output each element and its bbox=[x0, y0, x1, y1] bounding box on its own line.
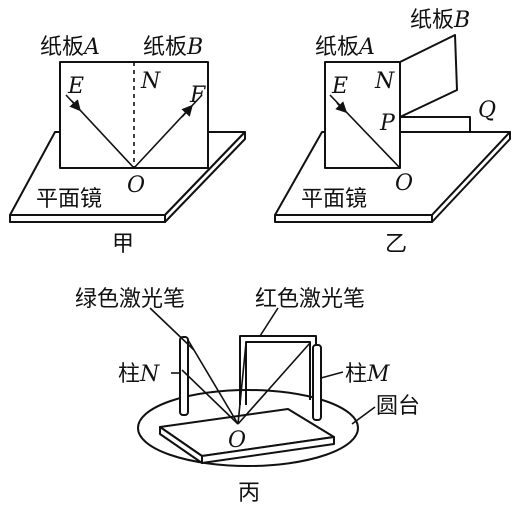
jia-reflected-arrow bbox=[181, 104, 193, 118]
bing-leader-pillar-m bbox=[320, 371, 344, 379]
panel-bing: 绿色激光笔 红色激光笔 柱N 柱M 圆台 O 丙 bbox=[75, 287, 420, 506]
yi-label-q: Q bbox=[478, 98, 496, 123]
bing-label-pillar-m: 柱M bbox=[345, 362, 390, 387]
bing-green-ray-in bbox=[187, 339, 239, 425]
yi-label-mirror: 平面镜 bbox=[301, 187, 367, 212]
jia-label-n: N bbox=[140, 69, 161, 94]
bing-leader-table bbox=[351, 406, 376, 425]
yi-caption: 乙 bbox=[385, 232, 407, 257]
yi-label-board-b: 纸板B bbox=[410, 8, 470, 33]
jia-caption: 甲 bbox=[112, 232, 134, 257]
bing-caption: 丙 bbox=[238, 481, 260, 506]
yi-label-p: P bbox=[379, 111, 396, 136]
bing-label-red-laser: 红色激光笔 bbox=[255, 287, 365, 312]
bing-pillar-n bbox=[179, 336, 189, 416]
jia-label-mirror: 平面镜 bbox=[36, 187, 102, 212]
yi-label-n: N bbox=[374, 69, 395, 94]
jia-label-board-a: 纸板A bbox=[40, 35, 100, 60]
yi-label-o: O bbox=[395, 171, 413, 196]
jia-mirror-edge bbox=[9, 214, 166, 223]
panel-yi: 纸板B 纸板A E N P Q O 平面镜 乙 bbox=[274, 8, 511, 257]
bing-label-green-laser: 绿色激光笔 bbox=[75, 287, 185, 312]
bing-red-ray-out bbox=[181, 369, 239, 425]
jia-label-o: O bbox=[127, 173, 145, 198]
yi-mirror-edge bbox=[274, 214, 433, 223]
bing-label-o: O bbox=[228, 428, 246, 453]
jia-mirror-side bbox=[164, 131, 246, 223]
yi-board-b-lower bbox=[400, 116, 471, 132]
bing-leader-green bbox=[149, 307, 195, 351]
bing-leader-red bbox=[259, 307, 279, 337]
yi-mirror-side bbox=[431, 131, 511, 223]
panel-jia: 纸板A 纸板B E N F O 平面镜 甲 bbox=[9, 35, 246, 257]
jia-label-board-b: 纸板B bbox=[143, 35, 203, 60]
bing-label-round-table: 圆台 bbox=[376, 394, 420, 419]
bing-green-ray-out bbox=[237, 342, 311, 425]
jia-label-f: F bbox=[189, 83, 206, 108]
jia-incident-arrow bbox=[69, 99, 81, 112]
bing-red-laser-frame-inner bbox=[245, 341, 311, 405]
bing-pillar-m bbox=[312, 344, 322, 421]
bing-mirror-side bbox=[201, 436, 335, 464]
yi-label-board-a: 纸板A bbox=[315, 35, 375, 60]
yi-incident-arrow bbox=[335, 101, 348, 114]
bing-label-pillar-n: 柱N bbox=[118, 362, 160, 387]
bing-red-ray-in bbox=[237, 342, 247, 425]
yi-board-b bbox=[399, 34, 458, 118]
yi-label-e: E bbox=[331, 74, 348, 99]
jia-label-e: E bbox=[67, 74, 84, 99]
